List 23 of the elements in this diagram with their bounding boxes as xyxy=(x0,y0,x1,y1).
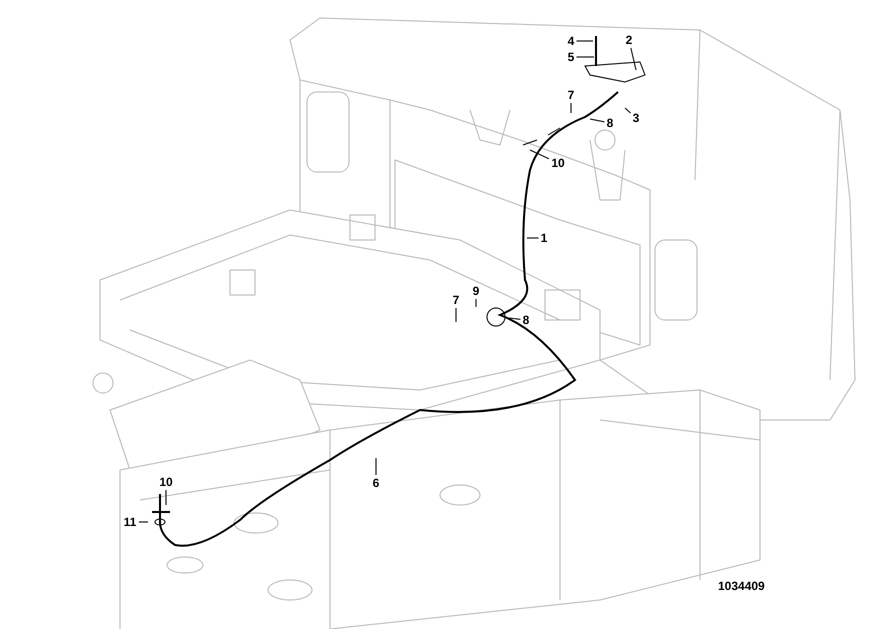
leader-line xyxy=(570,102,572,114)
leader-line xyxy=(508,318,521,320)
callout-number: 10 xyxy=(158,475,174,489)
leader-line xyxy=(590,118,605,122)
callout-number: 2 xyxy=(624,33,634,47)
callout-number: 8 xyxy=(606,116,614,130)
leader-line xyxy=(624,108,631,114)
callout-number: 11 xyxy=(122,515,138,529)
callout-number: 1 xyxy=(540,231,548,245)
callout-number: 8 xyxy=(522,313,530,327)
drawing-number: 1034409 xyxy=(718,579,765,593)
callout-number: 5 xyxy=(566,50,576,64)
callout-number: 7 xyxy=(566,88,576,102)
callout-number: 10 xyxy=(550,156,566,170)
leader-line xyxy=(630,48,636,70)
leader-line xyxy=(576,56,594,58)
leader-line xyxy=(530,150,550,160)
callout-number: 9 xyxy=(472,284,480,298)
leader-line xyxy=(576,40,594,42)
callout-number: 7 xyxy=(452,293,460,307)
callout-number: 3 xyxy=(632,111,640,125)
callout-number: 6 xyxy=(372,476,380,490)
callout-number: 4 xyxy=(566,34,576,48)
